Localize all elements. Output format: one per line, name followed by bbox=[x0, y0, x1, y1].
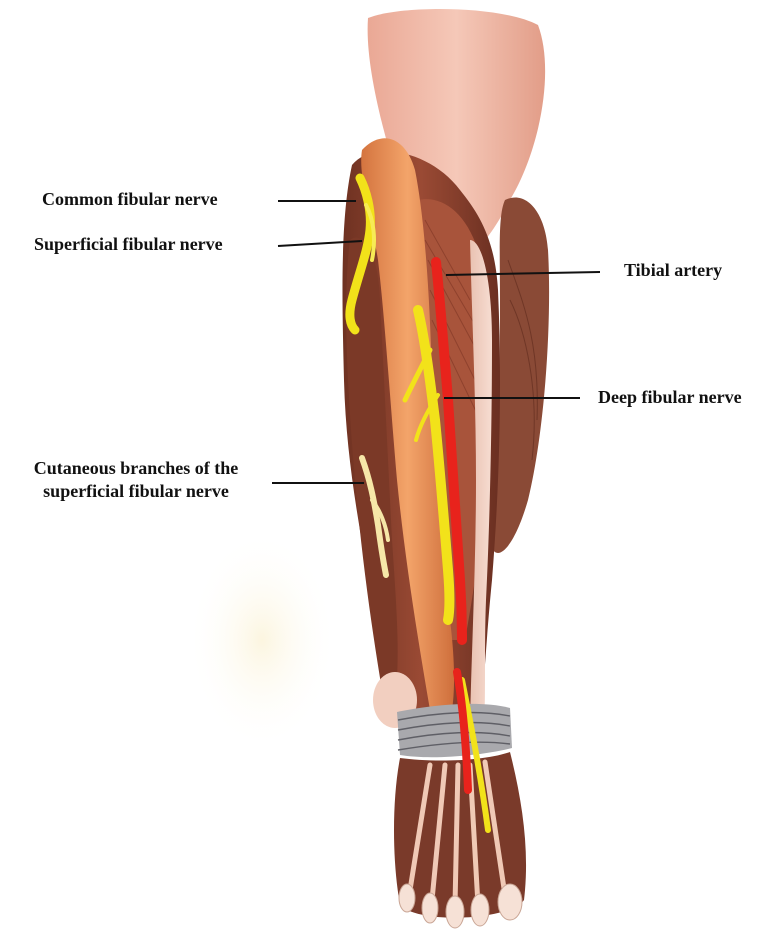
label-deep-fibular-nerve: Deep fibular nerve bbox=[598, 386, 742, 409]
background-glow bbox=[187, 530, 337, 750]
toe-2 bbox=[471, 894, 489, 926]
toe-3 bbox=[446, 896, 464, 928]
label-cutaneous-branches: Cutaneous branches of the superficial fi… bbox=[12, 457, 260, 503]
label-common-fibular-nerve: Common fibular nerve bbox=[42, 188, 218, 211]
toe-1 bbox=[498, 884, 522, 920]
toe-5 bbox=[399, 884, 415, 912]
label-cutaneous-branches-line2: superficial fibular nerve bbox=[12, 480, 260, 503]
gastrocnemius-lateral bbox=[493, 197, 549, 553]
label-tibial-artery: Tibial artery bbox=[624, 259, 722, 282]
label-superficial-fibular-nerve: Superficial fibular nerve bbox=[34, 233, 223, 256]
toe-4 bbox=[422, 893, 438, 923]
extensor-retinaculum bbox=[397, 704, 512, 757]
label-cutaneous-branches-line1: Cutaneous branches of the bbox=[12, 457, 260, 480]
